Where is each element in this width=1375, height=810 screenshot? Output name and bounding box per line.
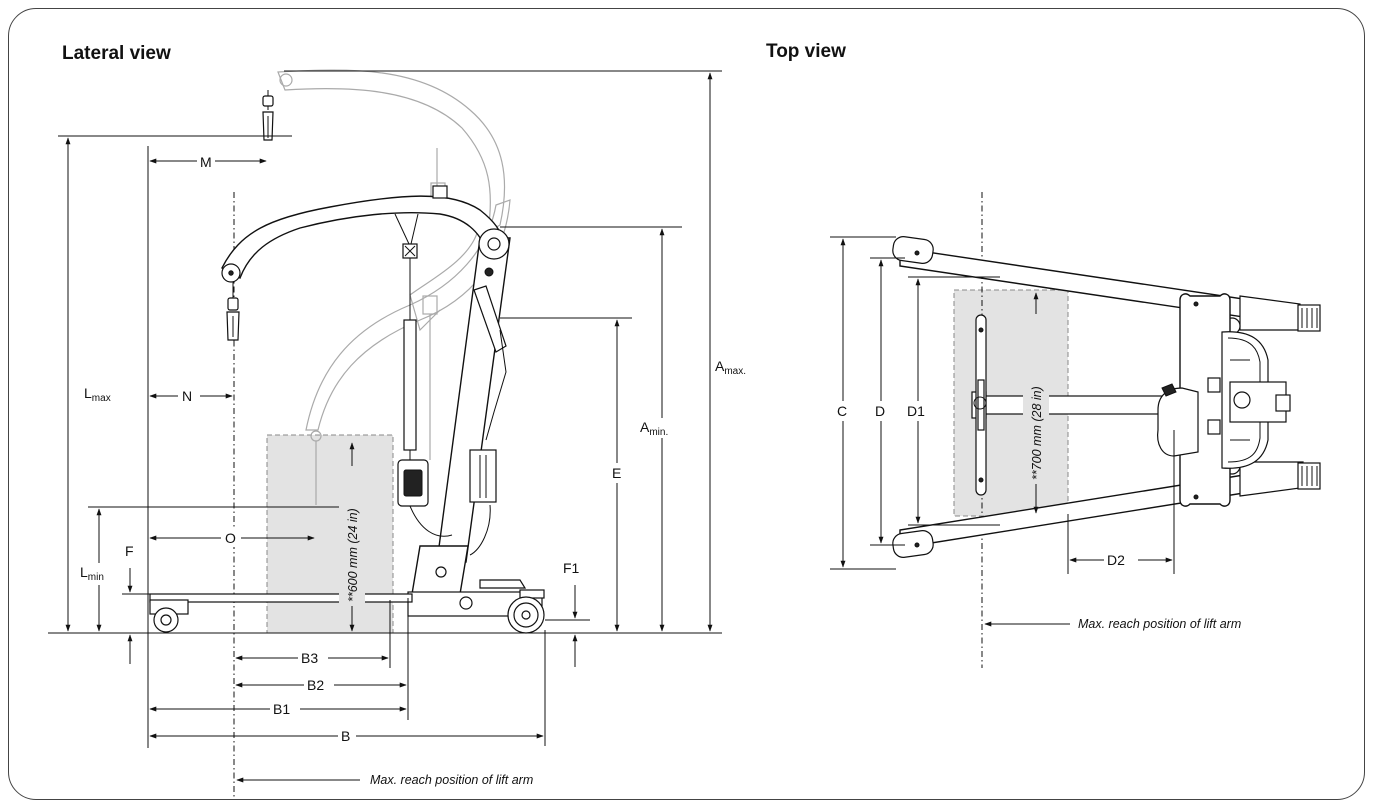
dim-label-c: C [837,403,847,419]
dim-label-f: F [125,543,134,559]
dim-label-a-max: Amax. [715,358,746,377]
actuator [397,258,453,537]
lift-arm [221,185,502,341]
dim-label-b2: B2 [307,677,324,693]
dim-label-b: B [341,728,350,744]
dim-label-e: E [612,465,621,481]
lateral-view: Amax. Amin. E F1 Lmax Lmi [48,69,746,798]
dim-label-d: D [875,403,885,419]
dim-label-n: N [182,388,192,404]
lateral-reach-note: Max. reach position of lift arm [370,773,533,787]
top-reach-note: Max. reach position of lift arm [1078,617,1241,631]
diagram-frame [8,8,1365,800]
dim-label-d2: D2 [1107,552,1125,568]
ghost-hook-top [262,90,274,141]
dim-label-b3: B3 [301,650,318,666]
dim-label-f1: F1 [563,560,580,576]
top-view: C D D1 D2 **700 mm (28 in) [830,192,1321,668]
dim-label-m: M [200,154,212,170]
chassis [149,545,545,634]
top-lower-leg [892,457,1321,558]
top-chassis [1157,293,1291,507]
dim-label-o: O [225,530,236,546]
lateral-patient-zone [266,434,394,634]
lateral-zone-label: **600 mm (24 in) [346,508,360,602]
mast [436,228,511,563]
dim-label-l-max: Lmax [84,385,111,404]
dim-label-a-min: Amin. [640,419,668,438]
dim-label-l-min: Lmin [80,564,104,583]
top-view-title: Top view [766,41,846,62]
top-zone-label: **700 mm (28 in) [1030,386,1044,480]
lateral-view-title: Lateral view [62,43,171,64]
dim-label-b1: B1 [273,701,290,717]
dim-label-d1: D1 [907,403,925,419]
